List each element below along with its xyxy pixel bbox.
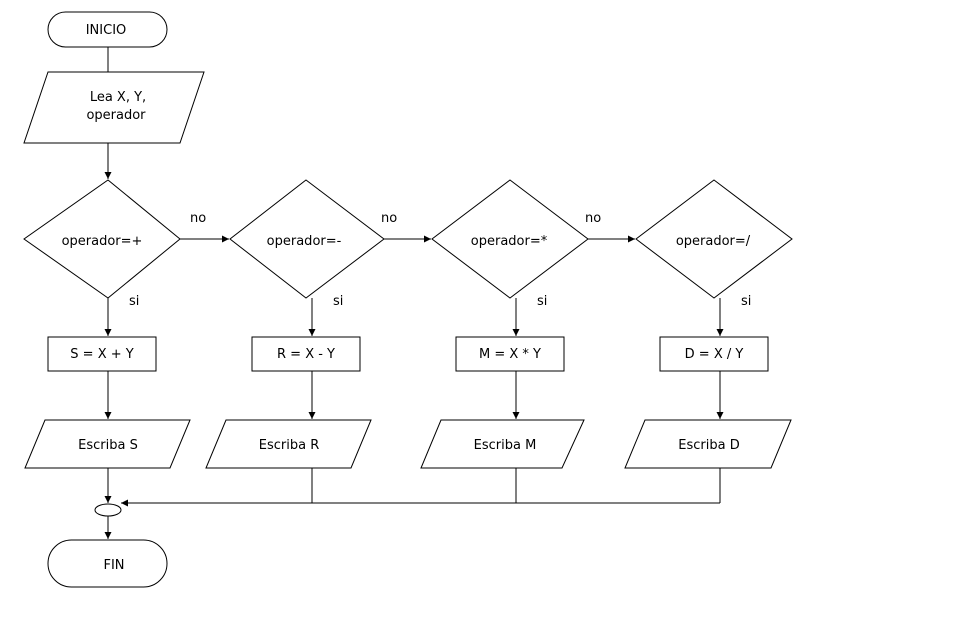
output-m: Escriba M [420, 419, 585, 469]
decision-times-label: operador=* [471, 234, 548, 249]
output-m-label: Escriba M [474, 438, 537, 453]
start-terminator: INICIO [47, 11, 168, 48]
si-label-1: si [129, 294, 139, 309]
end-terminator: FIN [47, 539, 168, 588]
output-d: Escriba D [624, 419, 792, 469]
output-d-label: Escriba D [678, 438, 739, 453]
no-label-1: no [190, 211, 206, 226]
end-label: FIN [103, 558, 124, 573]
output-s: Escriba S [24, 419, 191, 469]
output-r: Escriba R [205, 419, 372, 469]
si-label-4: si [741, 294, 751, 309]
start-label: INICIO [86, 23, 127, 38]
decision-divide: operador=/ [635, 179, 793, 299]
si-label-2: si [333, 294, 343, 309]
input-label-line2: operador [86, 108, 146, 123]
input-parallelogram: Lea X, Y, operador [23, 71, 205, 144]
output-s-label: Escriba S [78, 438, 138, 453]
process-subtract-label: R = X - Y [277, 347, 335, 362]
process-sum: S = X + Y [47, 336, 157, 372]
no-label-2: no [381, 211, 397, 226]
process-multiply: M = X * Y [455, 336, 565, 372]
output-r-label: Escriba R [259, 438, 319, 453]
decision-plus: operador=+ [23, 179, 181, 299]
input-label-line1: Lea X, Y, [90, 90, 146, 105]
si-label-3: si [537, 294, 547, 309]
process-sum-label: S = X + Y [70, 347, 133, 362]
merge-connector [94, 503, 122, 517]
decision-plus-label: operador=+ [62, 234, 143, 249]
process-multiply-label: M = X * Y [479, 347, 541, 362]
decision-divide-label: operador=/ [676, 234, 751, 249]
decision-times: operador=* [431, 179, 589, 299]
process-divide: D = X / Y [659, 336, 769, 372]
decision-minus-label: operador=- [267, 234, 342, 249]
process-divide-label: D = X / Y [685, 347, 744, 362]
decision-minus: operador=- [229, 179, 385, 299]
no-label-3: no [585, 211, 601, 226]
process-subtract: R = X - Y [251, 336, 361, 372]
